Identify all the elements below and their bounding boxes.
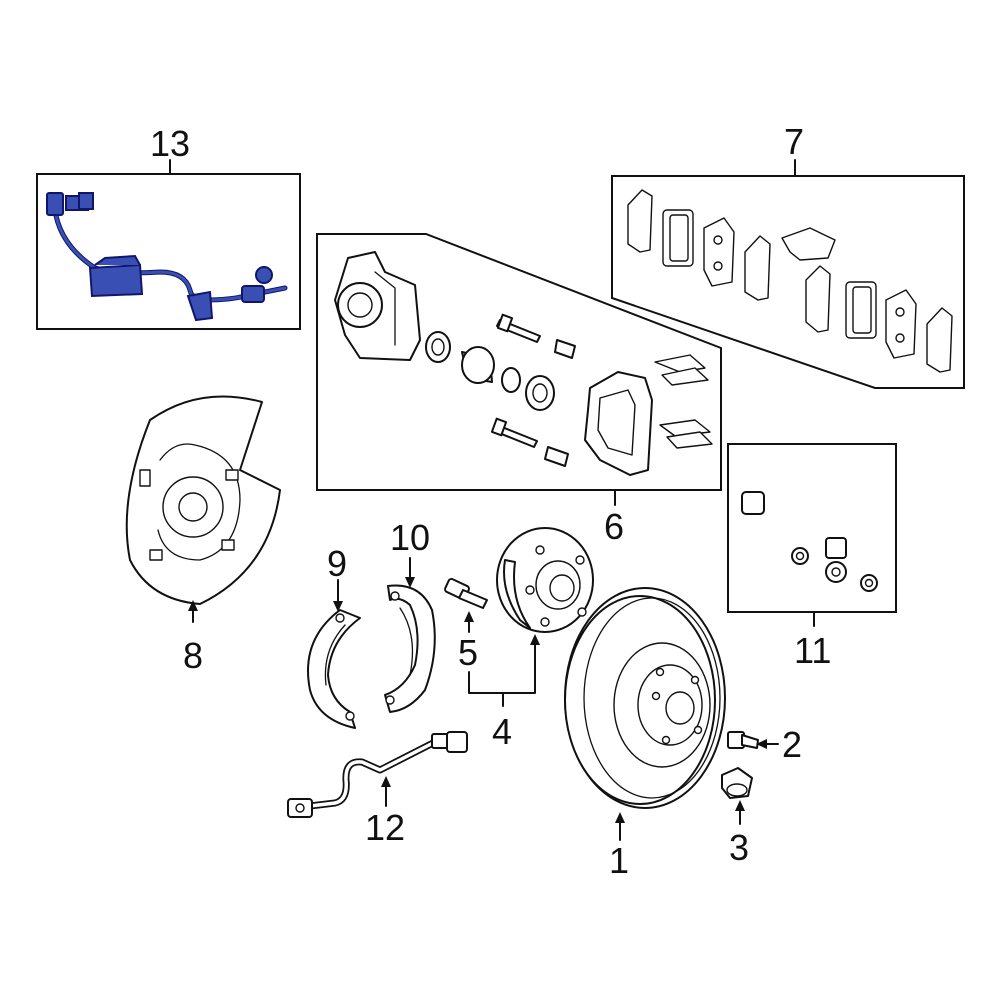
callout-12: 12 <box>365 807 405 848</box>
callout-4: 4 <box>492 711 512 752</box>
part-6-group[interactable] <box>316 233 722 506</box>
callout-1: 1 <box>609 840 629 881</box>
part-13-group[interactable] <box>36 159 301 330</box>
part-8-group[interactable] <box>125 395 281 623</box>
hub-bearing-icon[interactable] <box>496 527 594 633</box>
parking-shoe-icon-2[interactable] <box>384 584 436 713</box>
part-10-group[interactable] <box>384 557 436 713</box>
brake-line-icon[interactable] <box>287 731 468 818</box>
callout-13: 13 <box>150 123 190 164</box>
caliper-assembly-icon[interactable] <box>334 251 713 476</box>
part-12-group[interactable] <box>287 731 468 818</box>
part-5-group[interactable] <box>444 577 488 633</box>
callout-6: 6 <box>604 506 624 547</box>
callout-11: 11 <box>794 630 831 671</box>
callout-10: 10 <box>390 517 430 558</box>
part-4-group[interactable] <box>468 527 594 707</box>
brake-pad-set-icon[interactable] <box>627 189 953 373</box>
callout-2: 2 <box>782 724 802 765</box>
hub-nut-icon[interactable] <box>721 767 753 799</box>
parking-shoe-icon[interactable] <box>307 609 361 729</box>
rotor-screw-icon[interactable] <box>727 731 759 749</box>
brake-rotor-icon[interactable] <box>564 587 726 809</box>
callout-3: 3 <box>729 827 749 868</box>
part-7-group[interactable] <box>611 159 965 389</box>
part-2-group[interactable] <box>727 731 779 749</box>
callout-5: 5 <box>458 632 478 673</box>
callout-7: 7 <box>784 121 804 162</box>
callout-9: 9 <box>327 543 347 584</box>
hub-bolt-icon[interactable] <box>444 577 488 609</box>
abs-sensor-wire-icon[interactable] <box>46 192 288 322</box>
part-11-group[interactable] <box>727 443 897 627</box>
brake-hose-icon[interactable] <box>741 483 878 592</box>
part-3-group[interactable] <box>721 767 753 825</box>
part-1-group[interactable] <box>564 587 726 841</box>
part-9-group[interactable] <box>307 579 361 729</box>
callout-8: 8 <box>183 635 203 676</box>
backing-plate-icon[interactable] <box>125 395 281 605</box>
